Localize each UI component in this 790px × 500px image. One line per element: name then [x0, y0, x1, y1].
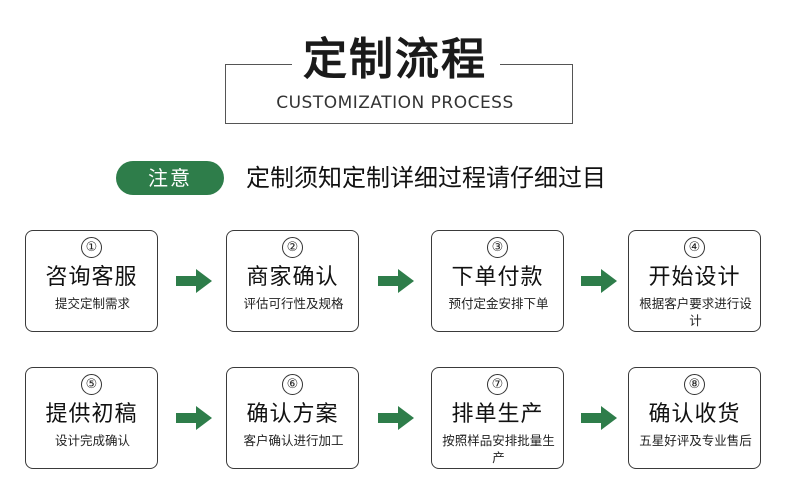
notice-badge: 注意	[116, 161, 224, 195]
step-card-2: ② 商家确认 评估可行性及规格	[226, 230, 359, 332]
step-title: 确认收货	[648, 402, 741, 427]
step-number: ⑥	[282, 374, 303, 395]
step-number: ①	[81, 237, 102, 258]
right-arrow-icon	[378, 269, 414, 293]
step-card-1: ① 咨询客服 提交定制需求	[25, 230, 158, 332]
step-title: 商家确认	[246, 265, 339, 290]
step-title: 提供初稿	[45, 402, 138, 427]
page-title: 定制流程	[303, 34, 487, 85]
step-description: 五星好评及专业售后	[639, 433, 752, 448]
right-arrow-icon	[378, 406, 414, 430]
step-number: ⑦	[487, 374, 508, 395]
step-card-5: ⑤ 提供初稿 设计完成确认	[25, 367, 158, 469]
title-section: 定制流程 CUSTOMIZATION PROCESS	[0, 0, 790, 140]
right-arrow-icon	[581, 269, 617, 293]
step-description: 根据客户要求进行设计	[639, 296, 752, 328]
step-description: 按照样品安排批量生产	[442, 433, 555, 465]
step-card-3: ③ 下单付款 预付定金安排下单	[431, 230, 564, 332]
step-number: ⑧	[684, 374, 705, 395]
step-number: ⑤	[81, 374, 102, 395]
step-card-8: ⑧ 确认收货 五星好评及专业售后	[628, 367, 761, 469]
step-number: ②	[282, 237, 303, 258]
step-description: 预付定金安排下单	[448, 296, 549, 311]
step-title: 咨询客服	[45, 265, 138, 290]
step-title: 下单付款	[451, 265, 544, 290]
step-card-7: ⑦ 排单生产 按照样品安排批量生产	[431, 367, 564, 469]
step-title: 排单生产	[451, 402, 544, 427]
page-subtitle: CUSTOMIZATION PROCESS	[276, 93, 514, 113]
step-title: 开始设计	[648, 265, 741, 290]
step-description: 评估可行性及规格	[243, 296, 344, 311]
right-arrow-icon	[581, 406, 617, 430]
step-description: 设计完成确认	[54, 433, 130, 448]
right-arrow-icon	[176, 406, 212, 430]
step-card-4: ④ 开始设计 根据客户要求进行设计	[628, 230, 761, 332]
step-card-6: ⑥ 确认方案 客户确认进行加工	[226, 367, 359, 469]
step-description: 客户确认进行加工	[243, 433, 344, 448]
step-description: 提交定制需求	[54, 296, 130, 311]
notice-text: 定制须知定制详细过程请仔细过目	[246, 164, 606, 192]
title-frame-gap	[292, 56, 500, 74]
right-arrow-icon	[176, 269, 212, 293]
step-title: 确认方案	[246, 402, 339, 427]
step-number: ③	[487, 237, 508, 258]
step-number: ④	[684, 237, 705, 258]
